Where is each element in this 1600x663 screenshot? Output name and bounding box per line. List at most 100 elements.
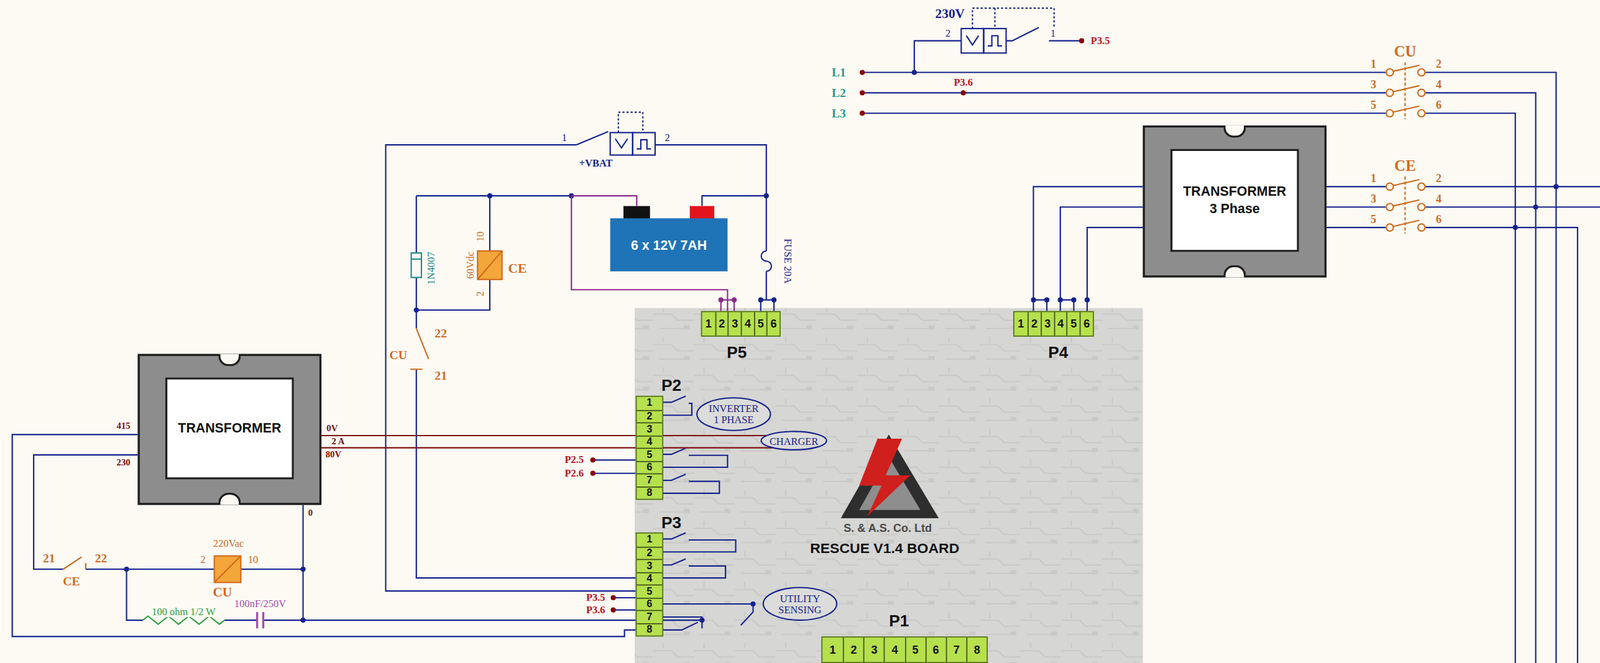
junction-dot [1532, 204, 1538, 210]
junction-dot [1512, 225, 1518, 230]
contact-terminal [1417, 89, 1425, 97]
function-name: UTILITY SENSING [772, 593, 828, 616]
coil-rating: 10 [246, 555, 260, 566]
resistor-symbol [142, 616, 225, 625]
wire [386, 131, 775, 592]
junction-dot [699, 617, 705, 623]
coil-symbol [477, 251, 502, 280]
wire [1425, 72, 1556, 663]
terminal-number: 2 [663, 132, 671, 143]
switch-symbol [663, 533, 736, 553]
connector-header: P312345678 [635, 532, 664, 637]
function-name: INVERTER 1 PHASE [706, 402, 762, 426]
battery-pack: 6 x 12V 7AH [610, 206, 728, 272]
terminal-number: 4 [1434, 78, 1443, 91]
board-texture [634, 308, 1144, 663]
terminal-dot [859, 110, 865, 116]
part-number: 1N4007 [426, 251, 437, 286]
core-notch [1223, 265, 1246, 278]
junction-dot [413, 307, 419, 313]
terminal-dot [590, 457, 596, 463]
phase-name: L3 [830, 106, 847, 120]
circuit-board: P5123456P4123456P212345678INVERTER 1 PHA… [634, 308, 1144, 663]
terminal-number: 2 [944, 28, 952, 39]
wire [593, 459, 636, 610]
coil-name: CE [507, 261, 528, 275]
pin-number: 3 [636, 559, 663, 573]
connector-header: P5123456 [701, 311, 781, 337]
signal-name: P3.5 [1089, 35, 1111, 46]
connector-header: P112345678 [821, 636, 988, 663]
junction-dot [1553, 183, 1559, 189]
switch-symbol [663, 474, 720, 494]
signal-name: P2.6 [563, 468, 585, 479]
connector-header: P4123456 [1013, 311, 1095, 337]
connector-header: P212345678 [635, 395, 664, 500]
pin-number: 5 [636, 448, 663, 462]
pin-number: 3 [863, 637, 884, 663]
node-title: TRANSFORMER [177, 420, 281, 437]
board-area [634, 308, 1144, 663]
wire [416, 195, 636, 579]
core-notch [218, 354, 241, 367]
pin-number: 2 [1027, 312, 1041, 336]
pin-number: 4 [1053, 312, 1067, 336]
contact-terminal [1417, 223, 1425, 231]
battery-terminal [623, 206, 651, 220]
function-ellipse: INVERTER 1 PHASE [696, 397, 772, 433]
pin-number: 5 [754, 312, 768, 336]
junction-dot [763, 193, 769, 199]
logo-triangle [841, 434, 940, 519]
contactor-name: CU [1393, 44, 1418, 60]
terminal-dot [859, 69, 865, 75]
wire-connector [1033, 186, 1144, 311]
contact-label: CU [388, 348, 409, 362]
coil-symbol [477, 251, 502, 280]
terminal-dot [610, 595, 616, 601]
wire-connector [321, 435, 767, 437]
ellipse-outline [761, 431, 827, 451]
terminal-number: 1 [1049, 28, 1057, 39]
winding-label: 2 A [330, 436, 346, 447]
coil-rating: 220Vac [211, 538, 245, 549]
mechanical-link [1404, 62, 1406, 234]
terminal-number: 3 [1369, 78, 1377, 91]
transformer-box: TRANSFORMER [137, 354, 322, 506]
text-block: INVERTER 1 PHASE [706, 402, 762, 426]
pin-number: 2 [714, 312, 728, 336]
pin-number: 1 [701, 312, 715, 336]
relay-symbol [615, 138, 651, 149]
pin-number: 5 [904, 637, 925, 663]
coil-rating: 60Vdc [465, 250, 476, 280]
logo-bolt [859, 438, 911, 517]
pin-number: 6 [766, 312, 780, 336]
signal-name: P3.6 [584, 604, 607, 615]
ellipse-outline [763, 588, 837, 621]
connector-name: P2 [661, 377, 682, 394]
junction-dot [123, 566, 129, 572]
function-name: CHARGER [769, 435, 819, 447]
contact-label: 22 [433, 327, 449, 341]
contact-terminal [1386, 183, 1394, 191]
junction-dot [758, 297, 764, 303]
pin-number: 8 [636, 486, 663, 500]
pin-number: 6 [924, 637, 946, 663]
terminal-dot [610, 607, 616, 613]
ellipse-outline [696, 397, 771, 431]
junction-dot [300, 617, 306, 623]
contact-label: CE [62, 575, 82, 589]
relay-box [960, 28, 984, 53]
node-title: TRANSFORMER 3 Phase [1179, 183, 1290, 217]
pin-number: 1 [636, 533, 663, 548]
contact-terminal [1417, 109, 1425, 117]
relay-box [632, 132, 656, 155]
junction-dot [1044, 297, 1050, 303]
terminal-number: 2 [1434, 58, 1443, 70]
contact-terminal [1386, 89, 1394, 97]
wire [862, 72, 1386, 114]
diode-symbol [411, 252, 422, 278]
junction-dot [1071, 297, 1076, 303]
terminal-dot [859, 90, 865, 96]
capacitor-symbol [257, 612, 264, 629]
node-title: 6 x 12V 7AH [630, 237, 707, 253]
